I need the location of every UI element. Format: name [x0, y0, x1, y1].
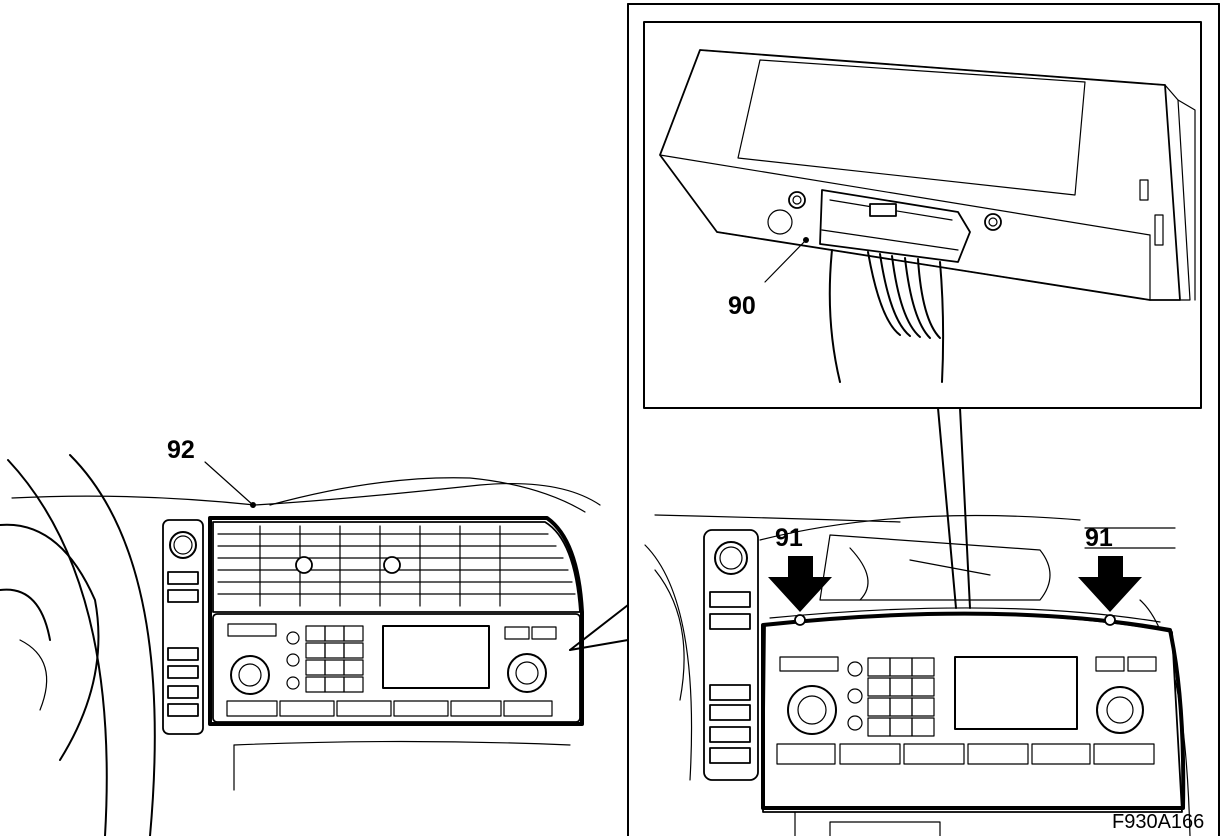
detail-frame: 90 [627, 3, 1220, 836]
callout-91-left: 91 [775, 524, 803, 552]
dashboard-overview: 92 [0, 436, 629, 836]
callout-92: 92 [167, 436, 195, 464]
figure-code: F930A166 [1112, 811, 1204, 833]
radio-unit-front [762, 607, 1183, 813]
connector-detail-box [643, 21, 1202, 409]
removal-arrow-icon [768, 556, 1142, 626]
wiring-harness-connector-icon [819, 189, 971, 383]
dashboard-closeup [644, 514, 1191, 836]
radio-unit-icon [212, 613, 581, 723]
climate-vent-icon [212, 521, 581, 613]
radio-body-rear [659, 49, 1196, 301]
callout-91-right: 91 [1085, 524, 1113, 552]
callout-90: 90 [728, 292, 756, 320]
switch-panel [162, 519, 204, 735]
steering-wheel-icon [0, 454, 156, 836]
